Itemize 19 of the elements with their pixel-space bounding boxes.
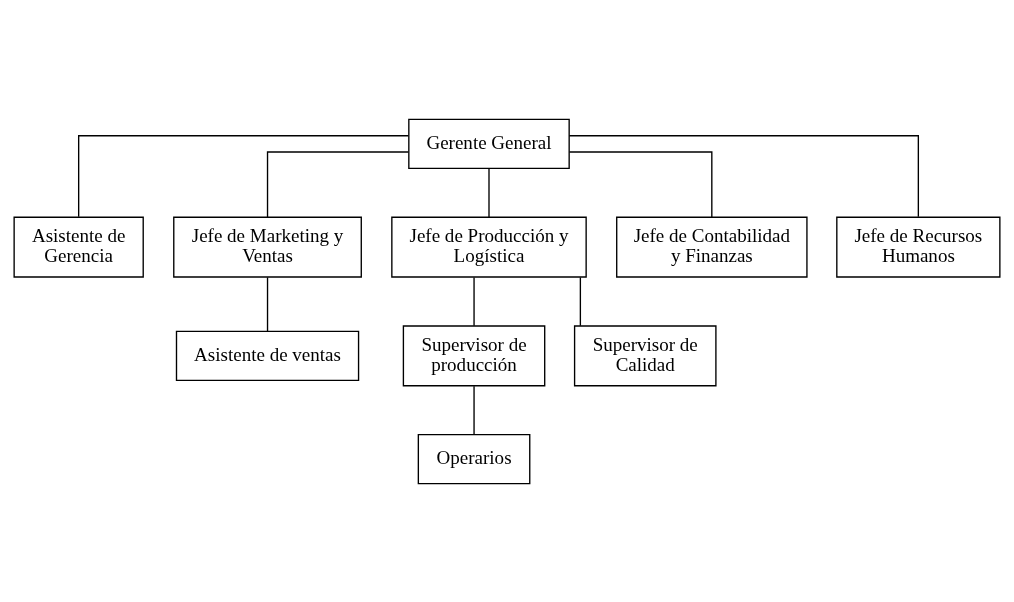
node-box: Gerente General: [408, 118, 570, 169]
node-box: Supervisor de producción: [402, 324, 546, 386]
connector: [488, 167, 490, 218]
node-box: Operarios: [417, 433, 531, 484]
node-box: Jefe de Marketing y Ventas: [173, 216, 362, 278]
node-box: Asistente de Gerencia: [13, 216, 144, 278]
node-box: Asistente de ventas: [175, 330, 360, 381]
connector: [78, 134, 410, 217]
node-box: Jefe de Producción y Logística: [391, 216, 587, 278]
connector: [579, 276, 582, 326]
connector: [473, 385, 475, 435]
connector: [473, 276, 475, 326]
connector: [568, 150, 713, 218]
connector: [266, 150, 410, 218]
node-box: Jefe de Recursos Humanos: [836, 216, 1001, 278]
connector: [568, 134, 920, 217]
connector: [266, 276, 269, 332]
node-box: Supervisor de Calidad: [573, 324, 717, 386]
node-box: Jefe de Contabilidad y Finanzas: [616, 216, 808, 278]
